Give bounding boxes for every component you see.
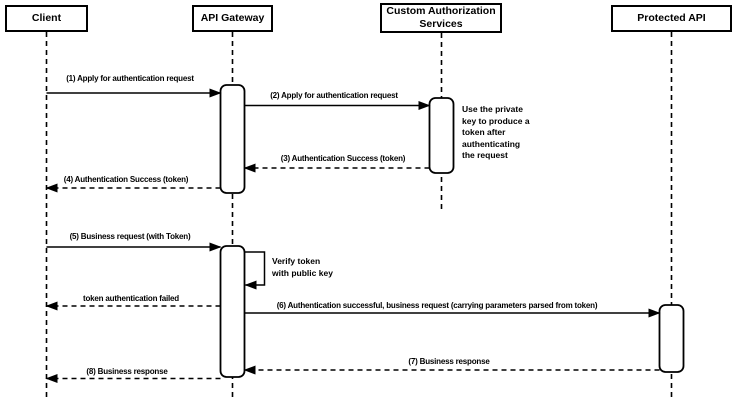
activation-api-gateway-business — [219, 245, 246, 378]
activation-api-gateway-auth — [219, 84, 246, 194]
message-label-token-failed: token authentication failed — [83, 294, 179, 303]
message-label-5: (5) Business request (with Token) — [69, 232, 191, 241]
message-label-8: (8) Business response — [86, 367, 168, 376]
message-label-6: (6) Authentication successful, business … — [276, 301, 598, 310]
message-label-1: (1) Apply for authentication request — [66, 74, 194, 83]
actor-box-api-gateway: API Gateway — [192, 5, 273, 32]
note-private-key: Use the private key to produce a token a… — [462, 104, 530, 160]
note-verify-token: Verify token with public key — [272, 256, 333, 278]
actor-box-client: Client — [5, 5, 88, 32]
activation-custom-authorization-services — [428, 97, 455, 174]
actor-box-protected-api: Protected API — [611, 5, 732, 32]
message-label-2: (2) Apply for authentication request — [270, 91, 398, 100]
activation-protected-api — [658, 304, 685, 373]
message-label-4: (4) Authentication Success (token) — [63, 175, 189, 184]
actor-box-custom-authorization-services: Custom Authorization Services — [380, 3, 502, 33]
message-label-7: (7) Business response — [408, 357, 490, 366]
self-message-loop-verify-token — [244, 251, 266, 290]
message-label-3: (3) Authentication Success (token) — [280, 154, 406, 163]
